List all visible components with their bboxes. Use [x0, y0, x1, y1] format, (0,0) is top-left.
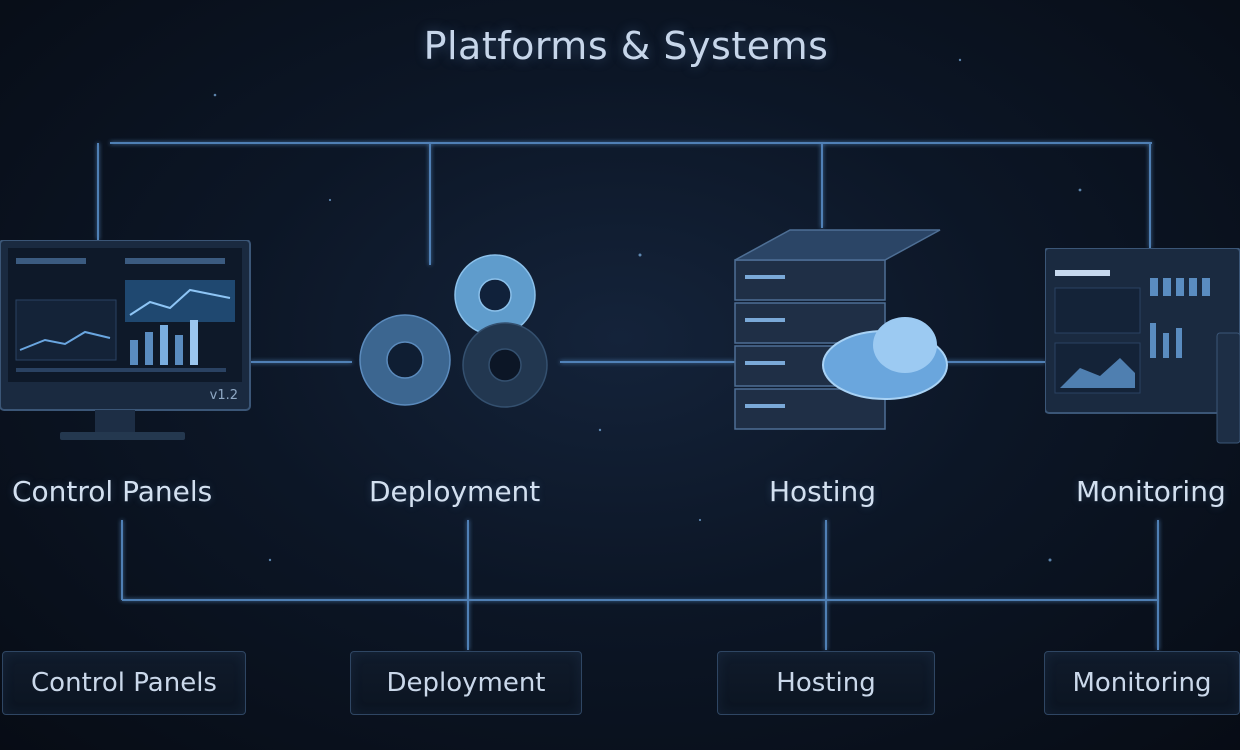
monitoring-button[interactable]: Monitoring [1044, 651, 1240, 715]
category-label-monitoring: Monitoring [1076, 475, 1226, 508]
server-cloud-icon [730, 225, 955, 450]
category-label-deployment: Deployment [369, 475, 541, 508]
hosting-button[interactable]: Hosting [717, 651, 935, 715]
deployment-button[interactable]: Deployment [350, 651, 582, 715]
analytics-screen-icon [1044, 247, 1240, 448]
version-label: v1.2 [209, 388, 238, 403]
category-label-hosting: Hosting [769, 475, 877, 508]
page-title: Platforms & Systems [423, 24, 829, 68]
monitor-dashboard-icon: v1.2 [0, 239, 252, 445]
category-label-control-panels: Control Panels [12, 475, 213, 508]
gears-icon [350, 240, 565, 420]
control-panels-button[interactable]: Control Panels [2, 651, 246, 715]
